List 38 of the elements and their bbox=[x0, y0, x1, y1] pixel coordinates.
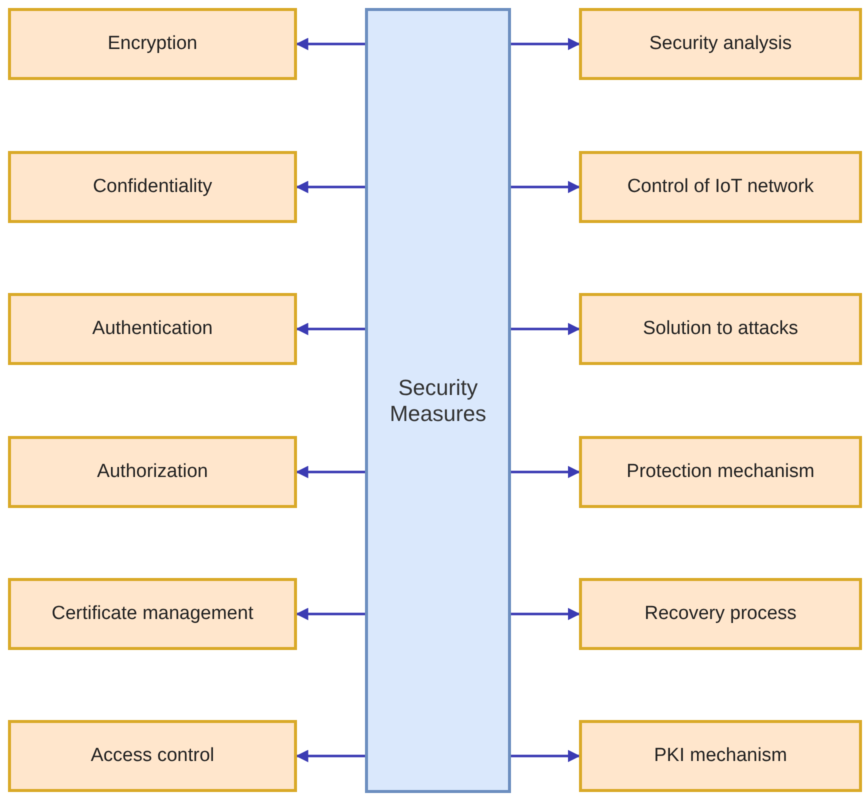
process-box bbox=[579, 151, 862, 223]
process-box bbox=[579, 436, 862, 508]
arrow bbox=[296, 38, 365, 50]
arrow bbox=[511, 750, 580, 762]
arrow bbox=[296, 608, 365, 620]
process-box bbox=[8, 8, 297, 80]
arrow bbox=[511, 608, 580, 620]
process-box bbox=[8, 578, 297, 650]
arrow bbox=[511, 322, 580, 336]
arrow bbox=[296, 322, 365, 336]
process-box bbox=[8, 720, 297, 792]
box-label: Certificate management bbox=[52, 603, 254, 625]
box-label: Security Measures bbox=[388, 374, 488, 426]
process-box bbox=[8, 151, 297, 223]
arrow bbox=[511, 38, 580, 50]
process-box bbox=[8, 436, 297, 508]
arrow bbox=[511, 180, 580, 194]
box-label: Recovery process bbox=[644, 603, 797, 625]
arrow bbox=[296, 750, 365, 762]
central-box bbox=[365, 8, 511, 793]
arrow bbox=[296, 466, 365, 478]
arrow bbox=[296, 180, 365, 194]
box-label: Confidentiality bbox=[92, 176, 212, 198]
box-label: PKI mechanism bbox=[654, 745, 788, 767]
box-label: Solution to attacks bbox=[642, 318, 798, 340]
box-label: Protection mechanism bbox=[626, 461, 814, 483]
box-label: Access control bbox=[90, 745, 214, 767]
box-label: Authentication bbox=[92, 318, 213, 340]
box-label: Authorization bbox=[97, 461, 208, 483]
box-label: Encryption bbox=[108, 33, 198, 55]
process-box bbox=[8, 293, 297, 365]
process-box bbox=[579, 293, 862, 365]
process-box bbox=[579, 578, 862, 650]
arrow bbox=[511, 466, 580, 478]
box-label: Control of IoT network bbox=[627, 176, 814, 198]
process-box bbox=[579, 720, 862, 792]
process-box bbox=[579, 8, 862, 80]
box-label: Security analysis bbox=[649, 33, 792, 55]
